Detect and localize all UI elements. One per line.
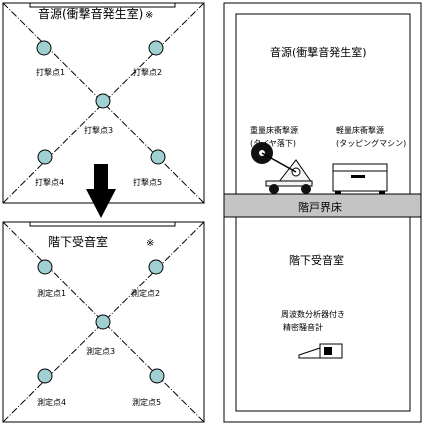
machine-foot-left-icon — [269, 184, 279, 194]
tire-drop-machine-icon — [251, 142, 313, 194]
top-room-title: 音源(衝撃音発生室) — [38, 6, 143, 21]
arrow-shaft — [94, 164, 108, 190]
strike-point-5-label: 打撃点5 — [133, 177, 162, 187]
down-arrow — [86, 164, 116, 218]
upper-room-label: 音源(衝撃音発生室) — [270, 45, 367, 59]
meter-display-icon — [324, 347, 332, 355]
tapping-machine-foot-right-icon — [379, 191, 385, 194]
tapping-machine-icon — [332, 163, 388, 194]
strike-point-2-label: 打撃点2 — [133, 67, 162, 77]
measure-point-4-marker — [37, 368, 53, 384]
heavy-impact-label-1: 重量床衝撃源 — [250, 125, 298, 135]
lower-room-label: 階下受音室 — [289, 253, 344, 267]
measure-point-2-marker — [148, 259, 164, 275]
bottom-room-title: 階下受音室 — [48, 234, 108, 249]
tapping-machine-foot-left-icon — [335, 191, 341, 194]
bottom-room-plan: 階下受音室 ※ 測定点1 測定点2 測定点3 測定点4 測定点5 — [2, 221, 205, 423]
strike-point-1-label: 打撃点1 — [36, 67, 65, 77]
measure-point-3-marker — [95, 314, 111, 330]
measure-point-2-label: 測定点2 — [131, 288, 160, 298]
meter-label-2: 精密騒音計 — [283, 322, 323, 332]
strike-point-3-label: 打撃点3 — [84, 125, 113, 135]
strike-point-1-marker — [36, 40, 52, 56]
floor-label: 階戸界床 — [298, 200, 342, 214]
light-impact-label-2: (タッピングマシン) — [336, 138, 406, 148]
measure-point-4-label: 測定点4 — [37, 397, 66, 407]
top-room-door — [29, 2, 176, 8]
measure-point-5-label: 測定点5 — [132, 397, 161, 407]
strike-point-5-marker — [150, 149, 166, 165]
bottom-room-frame — [2, 221, 205, 423]
machine-foot-right-icon — [301, 184, 311, 194]
strike-point-4-label: 打撃点4 — [35, 177, 64, 187]
section-view: 音源(衝撃音発生室) 階戸界床 階下受音室 重量床衝撃源 (タイヤ落下) 軽量床… — [223, 2, 422, 423]
meter-label-1: 周波数分析器付き — [281, 309, 345, 319]
floor-slab — [223, 193, 422, 218]
machine-arm-icon — [261, 152, 297, 173]
sound-level-meter-icon — [298, 343, 343, 359]
heavy-impact-label-2: (タイヤ落下) — [250, 138, 296, 148]
machine-base-icon — [265, 180, 313, 187]
tapping-machine-handle-icon — [351, 175, 365, 178]
measure-point-5-marker — [149, 368, 165, 384]
measure-point-1-marker — [37, 259, 53, 275]
light-impact-label-1: 軽量床衝撃源 — [336, 125, 384, 135]
strike-point-4-marker — [37, 149, 53, 165]
measure-point-3-label: 測定点3 — [86, 346, 115, 356]
bottom-room-mark: ※ — [146, 238, 154, 249]
top-room-mark: ※ — [145, 10, 153, 21]
arrow-head — [86, 189, 116, 218]
strike-point-2-marker — [148, 40, 164, 56]
bottom-room-door — [29, 221, 176, 227]
strike-point-3-marker — [95, 93, 111, 109]
measure-point-1-label: 測定点1 — [37, 288, 66, 298]
